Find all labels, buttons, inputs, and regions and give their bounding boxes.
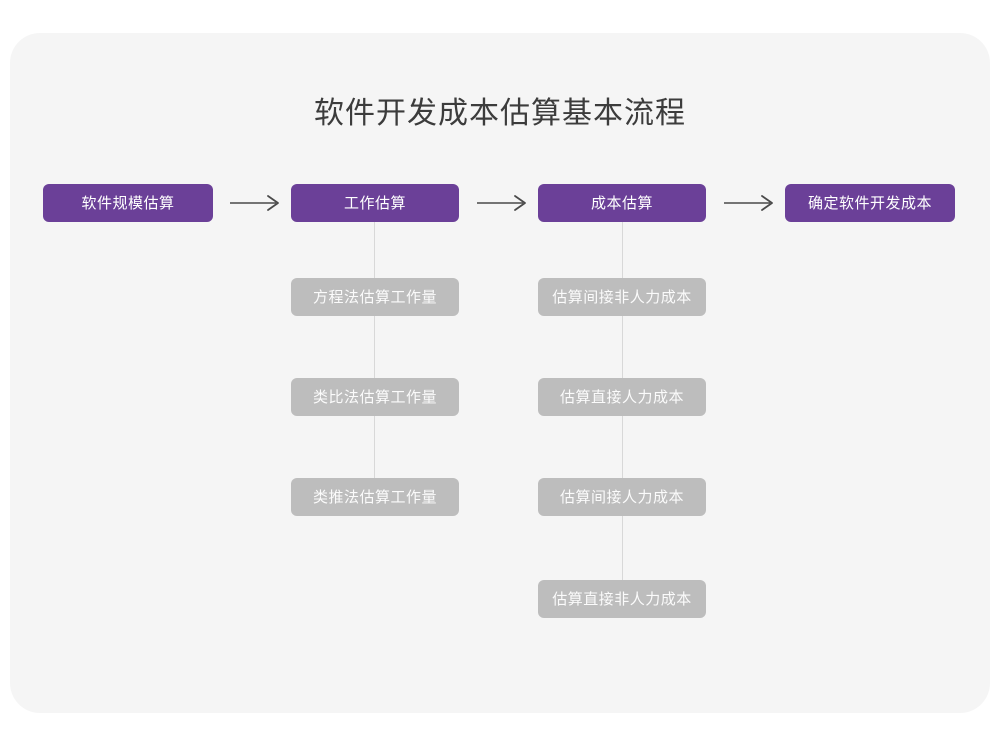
substep-analogy-method-effort[interactable]: 类比法估算工作量: [291, 378, 459, 416]
substep-extrapolation-method-effort[interactable]: 类推法估算工作量: [291, 478, 459, 516]
step-label: 确定软件开发成本: [807, 193, 932, 212]
connector-work-column: [374, 216, 375, 500]
substep-label: 估算直接非人力成本: [552, 589, 692, 608]
substep-label: 估算间接非人力成本: [552, 287, 692, 306]
step-label: 工作估算: [343, 193, 406, 212]
arrow-1-icon: [228, 192, 284, 214]
substep-label: 方程法估算工作量: [312, 287, 437, 306]
step-determine-development-cost[interactable]: 确定软件开发成本: [785, 184, 955, 222]
step-cost-estimation[interactable]: 成本估算: [538, 184, 706, 222]
substep-label: 估算间接人力成本: [559, 487, 684, 506]
page-title: 软件开发成本估算基本流程: [314, 96, 686, 131]
arrow-3-icon: [722, 192, 778, 214]
step-label: 成本估算: [590, 193, 653, 212]
substep-indirect-labor-cost[interactable]: 估算间接人力成本: [538, 478, 706, 516]
substep-label: 类推法估算工作量: [312, 487, 437, 506]
step-software-scale-estimation[interactable]: 软件规模估算: [43, 184, 213, 222]
substep-equation-method-effort[interactable]: 方程法估算工作量: [291, 278, 459, 316]
substep-label: 估算直接人力成本: [559, 387, 684, 406]
step-label: 软件规模估算: [81, 193, 175, 212]
substep-direct-labor-cost[interactable]: 估算直接人力成本: [538, 378, 706, 416]
substep-indirect-nonlabor-cost[interactable]: 估算间接非人力成本: [538, 278, 706, 316]
step-work-estimation[interactable]: 工作估算: [291, 184, 459, 222]
content-card: [10, 33, 990, 713]
substep-direct-nonlabor-cost[interactable]: 估算直接非人力成本: [538, 580, 706, 618]
substep-label: 类比法估算工作量: [312, 387, 437, 406]
arrow-2-icon: [475, 192, 531, 214]
